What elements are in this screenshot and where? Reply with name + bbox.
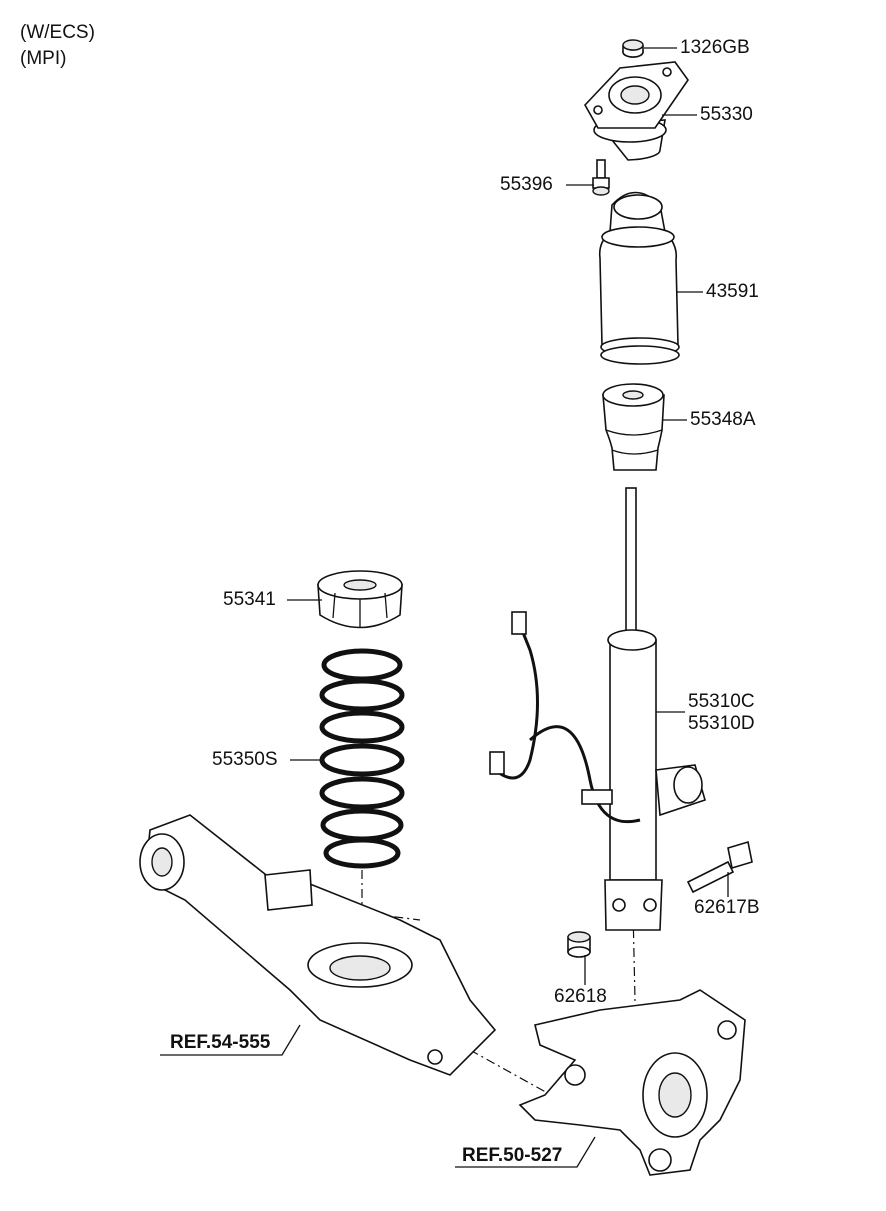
bolt-62617b[interactable]: [686, 840, 753, 894]
bolt-55396[interactable]: [592, 159, 610, 196]
shock-absorber-55310[interactable]: [604, 487, 706, 931]
label-55310d[interactable]: 55310D: [688, 713, 755, 734]
label-43591[interactable]: 43591: [706, 281, 759, 302]
label-1326gb[interactable]: 1326GB: [680, 37, 750, 58]
label-55341[interactable]: 55341: [223, 589, 276, 610]
dust-cover-43591[interactable]: [598, 191, 680, 365]
knuckle[interactable]: [518, 989, 746, 1176]
label-55348a[interactable]: 55348A: [690, 409, 756, 430]
ecs-harness[interactable]: [489, 611, 641, 824]
leader-lines: [160, 47, 729, 1168]
ref-50-527[interactable]: REF.50-527: [462, 1145, 563, 1166]
spring-seat-55341[interactable]: [317, 570, 403, 629]
lower-control-arm[interactable]: [139, 814, 497, 1076]
note-wecs: (W/ECS): [20, 22, 95, 43]
label-55396[interactable]: 55396: [500, 174, 553, 195]
strut-mount-55330[interactable]: [584, 61, 689, 161]
nut-1326gb[interactable]: [622, 39, 644, 58]
bump-stop-55348a[interactable]: [602, 383, 665, 471]
ref-54-555[interactable]: REF.54-555: [170, 1032, 271, 1053]
label-62618[interactable]: 62618: [554, 986, 607, 1007]
label-55350s[interactable]: 55350S: [212, 749, 278, 770]
label-55310c[interactable]: 55310C: [688, 691, 755, 712]
nut-62618[interactable]: [567, 931, 591, 958]
label-55330[interactable]: 55330: [700, 104, 753, 125]
note-mpi: (MPI): [20, 48, 67, 69]
label-62617b[interactable]: 62617B: [694, 897, 760, 918]
coil-spring-55350s[interactable]: [319, 648, 405, 869]
